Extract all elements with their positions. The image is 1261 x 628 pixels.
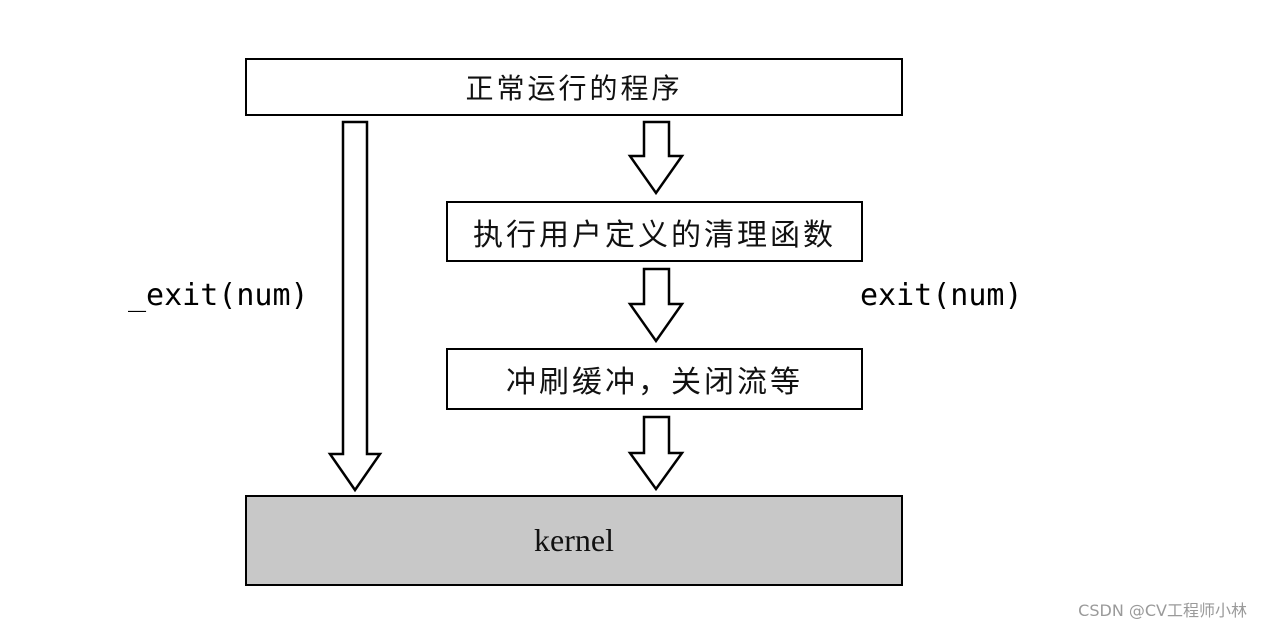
- label-exit-normal: exit(num): [860, 278, 1023, 313]
- label-exit-direct: _exit(num): [128, 278, 309, 313]
- arrow-flush-to-kernel: [627, 415, 685, 492]
- box-kernel-label: kernel: [534, 522, 614, 558]
- box-user-cleanup: 执行用户定义的清理函数: [446, 201, 863, 262]
- box-kernel: kernel: [245, 495, 903, 586]
- box-user-cleanup-label: 执行用户定义的清理函数: [473, 217, 836, 253]
- box-flush-buffers-label: 冲刷缓冲，关闭流等: [506, 365, 803, 400]
- arrow-cleanup-to-flush: [627, 267, 685, 344]
- box-flush-buffers: 冲刷缓冲，关闭流等: [446, 348, 863, 410]
- arrow-program-to-cleanup: [627, 120, 685, 196]
- watermark-text: CSDN @CV工程师小林: [1078, 601, 1247, 620]
- arrow-exit-direct: [327, 120, 383, 493]
- box-running-program: 正常运行的程序: [245, 58, 903, 116]
- box-running-program-label: 正常运行的程序: [465, 72, 683, 105]
